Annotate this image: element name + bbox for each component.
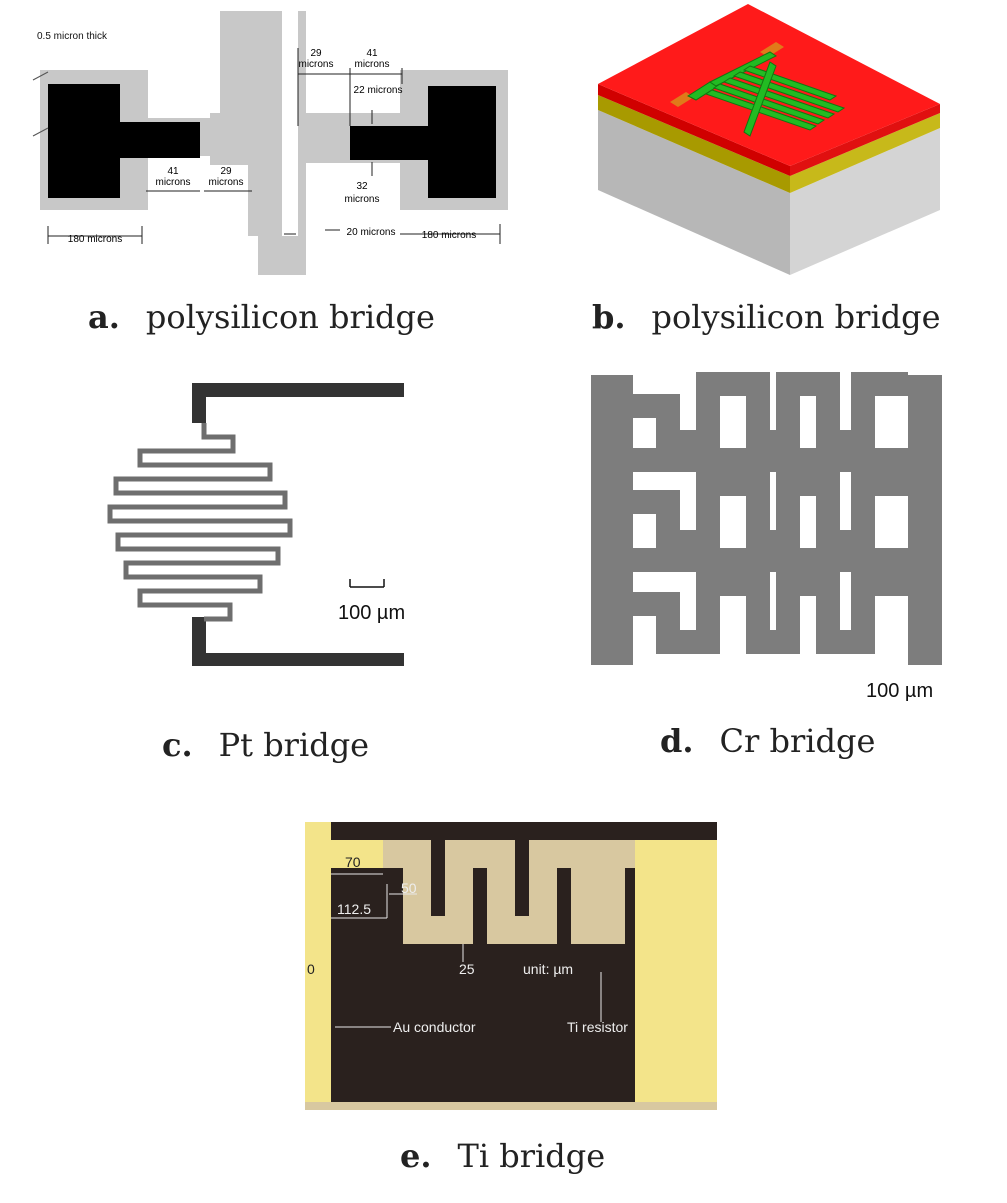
panel-b-diagram xyxy=(598,4,940,275)
dim-29-top: 29 xyxy=(310,48,322,59)
panel-e-photo: 70 50 112.5 25 0 unit: µm Au conductor T… xyxy=(305,822,717,1110)
dim-112-5: 112.5 xyxy=(337,901,371,917)
caption-a-letter: a. xyxy=(88,298,120,336)
dim-0: 0 xyxy=(307,961,315,977)
caption-b-text: polysilicon bridge xyxy=(651,298,941,336)
thickness-label: 0.5 micron thick xyxy=(37,31,108,42)
dim-50: 50 xyxy=(401,880,417,896)
dim-22: 22 microns xyxy=(354,85,403,96)
ti-resistor-label: Ti resistor xyxy=(567,1019,628,1035)
caption-e-letter: e. xyxy=(400,1137,432,1175)
dim-41-mid-unit: microns xyxy=(155,177,190,188)
dim-41-top: 41 xyxy=(366,48,378,59)
dim-70: 70 xyxy=(345,854,361,870)
caption-c-letter: c. xyxy=(162,726,193,764)
caption-b-letter: b. xyxy=(592,298,626,336)
caption-e-text: Ti bridge xyxy=(457,1137,606,1175)
panel-a-diagram: 0.5 micron thick 29 microns 41 microns 2… xyxy=(32,11,508,275)
scale-label-c: 100 µm xyxy=(338,602,405,624)
panel-c-diagram: 100 µm xyxy=(107,383,405,666)
dim-41-mid: 41 xyxy=(167,166,179,177)
dim-29-top-unit: microns xyxy=(298,59,333,70)
dim-29-mid-unit: microns xyxy=(208,177,243,188)
caption-c: c. Pt bridge xyxy=(162,726,369,764)
caption-d-text: Cr bridge xyxy=(719,722,876,760)
dim-32: 32 xyxy=(356,181,368,192)
dim-180-left: 180 microns xyxy=(68,234,122,245)
dim-25: 25 xyxy=(459,961,475,977)
caption-a-text: polysilicon bridge xyxy=(145,298,435,336)
dim-20: 20 microns xyxy=(347,227,396,238)
dim-29-mid: 29 xyxy=(220,166,232,177)
caption-d-letter: d. xyxy=(660,722,694,760)
dim-41-top-unit: microns xyxy=(354,59,389,70)
caption-b: b. polysilicon bridge xyxy=(592,298,941,336)
caption-d: d. Cr bridge xyxy=(660,722,875,760)
unit-label: unit: µm xyxy=(523,961,573,977)
au-conductor-label: Au conductor xyxy=(393,1019,476,1035)
panel-d-diagram: 100 µm xyxy=(591,372,942,702)
scale-label-d: 100 µm xyxy=(866,680,933,702)
caption-e: e. Ti bridge xyxy=(400,1137,605,1175)
dim-180-right: 180 microns xyxy=(422,230,476,241)
dim-32-unit: microns xyxy=(344,194,379,205)
caption-a: a. polysilicon bridge xyxy=(88,298,435,336)
caption-c-text: Pt bridge xyxy=(218,726,370,764)
